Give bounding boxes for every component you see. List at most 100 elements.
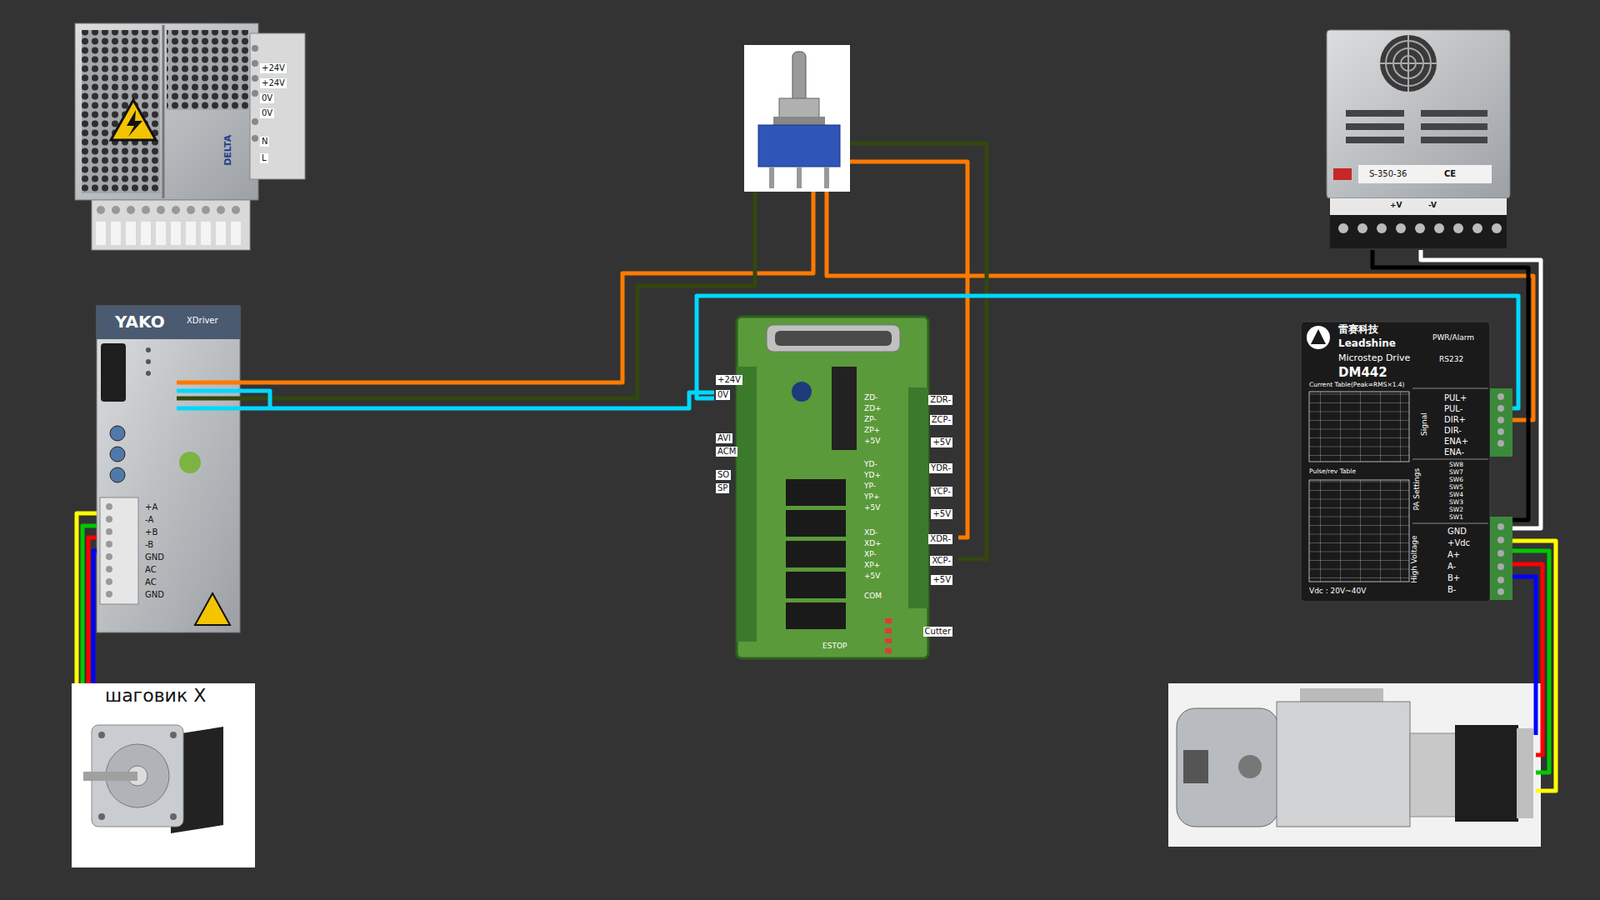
breakout-board-part xyxy=(736,316,929,659)
dm442-driver-part xyxy=(1300,321,1490,602)
microstep-driver: 雷赛科技LeadshineMicrostep DriveDM442PWR/Ala… xyxy=(1300,321,1513,602)
breakout-board-part xyxy=(785,479,846,506)
breakout-board: +24V0VAVIACMSOSPZDR-ZCP-+5VYDR-YCP-+5VXD… xyxy=(714,316,955,659)
meanwell-power-supply-part xyxy=(1345,136,1405,144)
dm442-driver-part xyxy=(1412,388,1489,390)
switch-label: SW3 xyxy=(1449,499,1464,507)
yako-driver-part xyxy=(105,590,113,598)
terminal-label: +24V xyxy=(260,78,287,89)
delta-power-supply-part xyxy=(251,135,259,142)
delta-power-supply-part xyxy=(251,60,259,67)
meanwell-power-supply-part xyxy=(1453,223,1464,234)
pin-label: +5V xyxy=(864,571,880,580)
yako-driver-part xyxy=(105,540,113,548)
rotary-axis-part xyxy=(1183,750,1209,784)
meanwell-power-supply-part xyxy=(1434,223,1445,234)
yako-driver-part xyxy=(145,347,151,353)
pin-label: GND xyxy=(145,590,165,600)
wire xyxy=(240,392,715,409)
delta-power-supply-part xyxy=(251,118,259,125)
wire xyxy=(1420,250,1541,529)
breakout-board-part xyxy=(785,571,846,599)
yako-driver-part xyxy=(100,343,126,402)
rotary-axis-part xyxy=(1168,683,1541,847)
green-wire xyxy=(850,143,987,560)
pin-label: COM xyxy=(864,591,882,600)
wire-tag: XDR- xyxy=(928,534,953,545)
delta-power-supply-part xyxy=(126,110,143,137)
delta-power-supply-part xyxy=(155,221,166,245)
switch-label: SW8 xyxy=(1449,461,1464,470)
pin-label: ZP+ xyxy=(864,425,880,435)
wire-tag: SO xyxy=(715,470,731,480)
pin-label: +Vdc xyxy=(1447,538,1470,549)
signal-wires xyxy=(176,143,1556,791)
wire-tag: Cutter xyxy=(923,626,953,637)
wire-tag: ACM xyxy=(715,446,738,457)
pin-label: +B xyxy=(145,527,158,538)
delta-power-supply-part xyxy=(91,200,250,250)
cyan-wire xyxy=(176,390,270,409)
meanwell-power-supply-part xyxy=(1326,30,1510,199)
pin-label: XD+ xyxy=(864,539,882,548)
delta-power-supply-part xyxy=(95,221,106,245)
toggle-switch-part xyxy=(773,116,825,125)
pin-label: +5V xyxy=(864,436,880,445)
wire-tag: YDR- xyxy=(929,463,953,474)
brand-label: Leadshine xyxy=(1338,338,1396,350)
meanwell-power-supply-part xyxy=(1380,35,1437,92)
model-label: DM442 xyxy=(1338,365,1388,380)
terminal-label: N xyxy=(260,136,270,147)
breakout-board-part xyxy=(885,638,892,644)
rotary-axis-part xyxy=(1300,688,1384,704)
switch-label: SW6 xyxy=(1449,476,1464,485)
stepper-driver: YAKOXDriver+A-A+B-BGNDACACGND xyxy=(96,305,240,633)
delta-power-supply-part xyxy=(251,90,259,97)
dm442-driver-part xyxy=(1497,393,1505,400)
port-label: PWR/Alarm xyxy=(1432,333,1475,342)
wire xyxy=(93,550,97,684)
wire-tag: +5V xyxy=(930,437,953,448)
yako-driver-part xyxy=(179,451,201,474)
pin-label: B- xyxy=(1447,585,1456,595)
stepper-motor-part xyxy=(170,731,177,739)
breakout-board-part xyxy=(885,648,892,654)
table-title: Pulse/rev Table xyxy=(1309,468,1356,476)
dm442-driver-part xyxy=(1497,563,1505,570)
pin-label: GND xyxy=(145,552,165,563)
wire-tag: +5V xyxy=(930,509,953,520)
pin-label: A+ xyxy=(1447,550,1460,560)
pin-label: YP+ xyxy=(864,492,880,501)
orange-wire xyxy=(826,191,1534,420)
pin-label: YD- xyxy=(864,460,878,469)
delta-power-supply-part xyxy=(156,205,165,215)
yako-driver-part xyxy=(110,425,125,441)
yako-driver-part xyxy=(105,528,113,535)
port-label: RS232 xyxy=(1439,355,1464,364)
pin-label: XP+ xyxy=(864,560,880,570)
dm442-driver-part xyxy=(1497,588,1505,595)
pin-label: XD- xyxy=(864,528,878,537)
motor-wire xyxy=(1512,564,1543,755)
switch-label: SW5 xyxy=(1449,484,1464,492)
dm442-driver-part xyxy=(1309,391,1410,462)
delta-power-supply-part xyxy=(251,75,259,82)
toggle-switch-part xyxy=(792,51,806,104)
stepper-motor: шаговик X xyxy=(71,683,255,868)
toggle-switch xyxy=(744,45,850,192)
breakout-board-part xyxy=(885,618,892,624)
cyan-wire xyxy=(176,406,240,411)
delta-power-supply-part xyxy=(251,45,259,52)
breakout-board-part xyxy=(785,510,846,537)
dm442-driver-part xyxy=(1412,459,1489,460)
dm442-driver-part xyxy=(1490,388,1513,457)
meanwell-power-supply xyxy=(1326,30,1510,249)
dm442-driver-part xyxy=(1497,576,1505,584)
yako-driver-part xyxy=(105,565,113,573)
meanwell-power-supply-part xyxy=(1357,223,1368,234)
yako-driver xyxy=(96,305,240,633)
pin-label: -A xyxy=(145,515,154,525)
meanwell-power-supply-part xyxy=(1420,110,1488,117)
